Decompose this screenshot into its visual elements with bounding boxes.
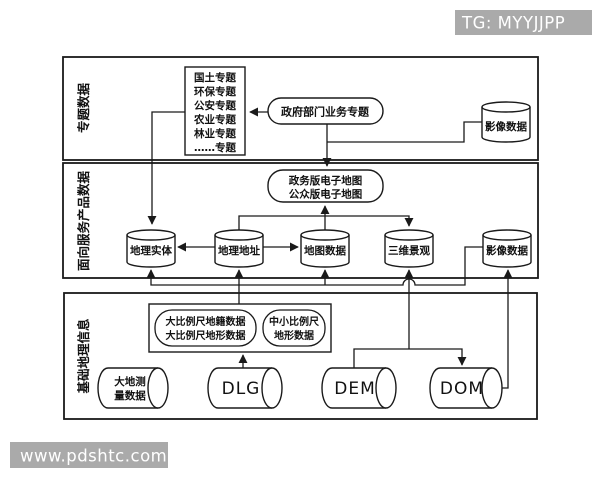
mid-scale-line: 中小比例尺 (269, 315, 319, 328)
connector-themes-to-entity (147, 111, 185, 225)
badge: TG: MYYJJPP (455, 10, 592, 35)
theme-item: 环保专题 (194, 85, 236, 98)
dlg-label: DLG (222, 379, 261, 399)
themes-list-box: 国土专题 环保专题 公安专题 农业专题 林业专题 ……专题 (184, 66, 246, 156)
connector-dem-to-dom (353, 348, 467, 368)
connector-imagery-top-join (327, 121, 482, 143)
emap-stadium: 政务版电子地图 公众版电子地图 (267, 169, 384, 203)
dom-cylinder: DOM (429, 367, 503, 409)
theme-item: 公安专题 (194, 99, 236, 112)
dlg-cylinder: DLG (207, 367, 283, 409)
map-data-cylinder: 地图数据 (300, 229, 350, 268)
dom-label: DOM (440, 379, 484, 399)
dem-cylinder: DEM (321, 367, 397, 409)
layer2-label: 面向服务产品数据 (76, 171, 91, 272)
dem-label: DEM (334, 379, 376, 399)
connectors (146, 107, 513, 389)
large-scale-stadium (154, 309, 257, 347)
connector-address-to-3d (238, 215, 414, 230)
mid-scale-line: 地形数据 (274, 329, 314, 342)
map-data-label: 地图数据 (304, 244, 346, 257)
theme-item: 林业专题 (194, 127, 236, 140)
gov-business-label: 政府部门业务专题 (281, 105, 370, 119)
imagery-top-label: 影像数据 (485, 120, 527, 133)
theme-item: 国土专题 (194, 71, 236, 84)
geo-entity-label: 地理实体 (130, 244, 172, 257)
geo-entity-cylinder: 地理实体 (126, 229, 176, 268)
layer3-base-box (63, 292, 538, 420)
emap-line: 政务版电子地图 (289, 174, 363, 187)
layer1-thematic-box (62, 56, 539, 161)
watermark: www.pdshtc.com (10, 442, 168, 468)
mid-scale-stadium (262, 309, 326, 347)
scene-3d-label: 三维景观 (388, 244, 430, 257)
geodetic-line: 大地测 (114, 375, 146, 388)
theme-item: 农业专题 (193, 113, 236, 126)
connector-dom-to-imagery (502, 269, 513, 389)
imagery-mid-label: 影像数据 (486, 244, 528, 257)
imagery-cylinder-mid: 影像数据 (482, 229, 532, 268)
imagery-cylinder-top: 影像数据 (481, 101, 531, 143)
scene-3d-cylinder: 三维景观 (384, 229, 434, 268)
emap-line: 公众版电子地图 (289, 188, 363, 201)
badge-text: TG: MYYJJPP (461, 14, 565, 33)
theme-item: ……专题 (194, 141, 236, 154)
scale-data-box: 大比例尺地籍数据 大比例尺地形数据 中小比例尺 地形数据 (148, 303, 332, 353)
large-scale-line: 大比例尺地形数据 (166, 329, 246, 342)
geodetic-cylinder: 大地测 量数据 (97, 367, 169, 409)
connector-imagery-bus-to-entity (146, 246, 483, 286)
geodetic-line: 量数据 (114, 389, 146, 402)
large-scale-line: 大比例尺地籍数据 (166, 315, 246, 328)
geo-address-label: 地理地址 (218, 244, 260, 257)
watermark-text: www.pdshtc.com (20, 447, 167, 466)
geo-address-cylinder: 地理地址 (214, 229, 264, 268)
layer2-service-box (62, 162, 539, 279)
gov-business-stadium: 政府部门业务专题 (267, 97, 384, 125)
layer3-label: 基础地理信息 (76, 318, 91, 395)
layer1-label: 专题数据 (76, 83, 91, 134)
